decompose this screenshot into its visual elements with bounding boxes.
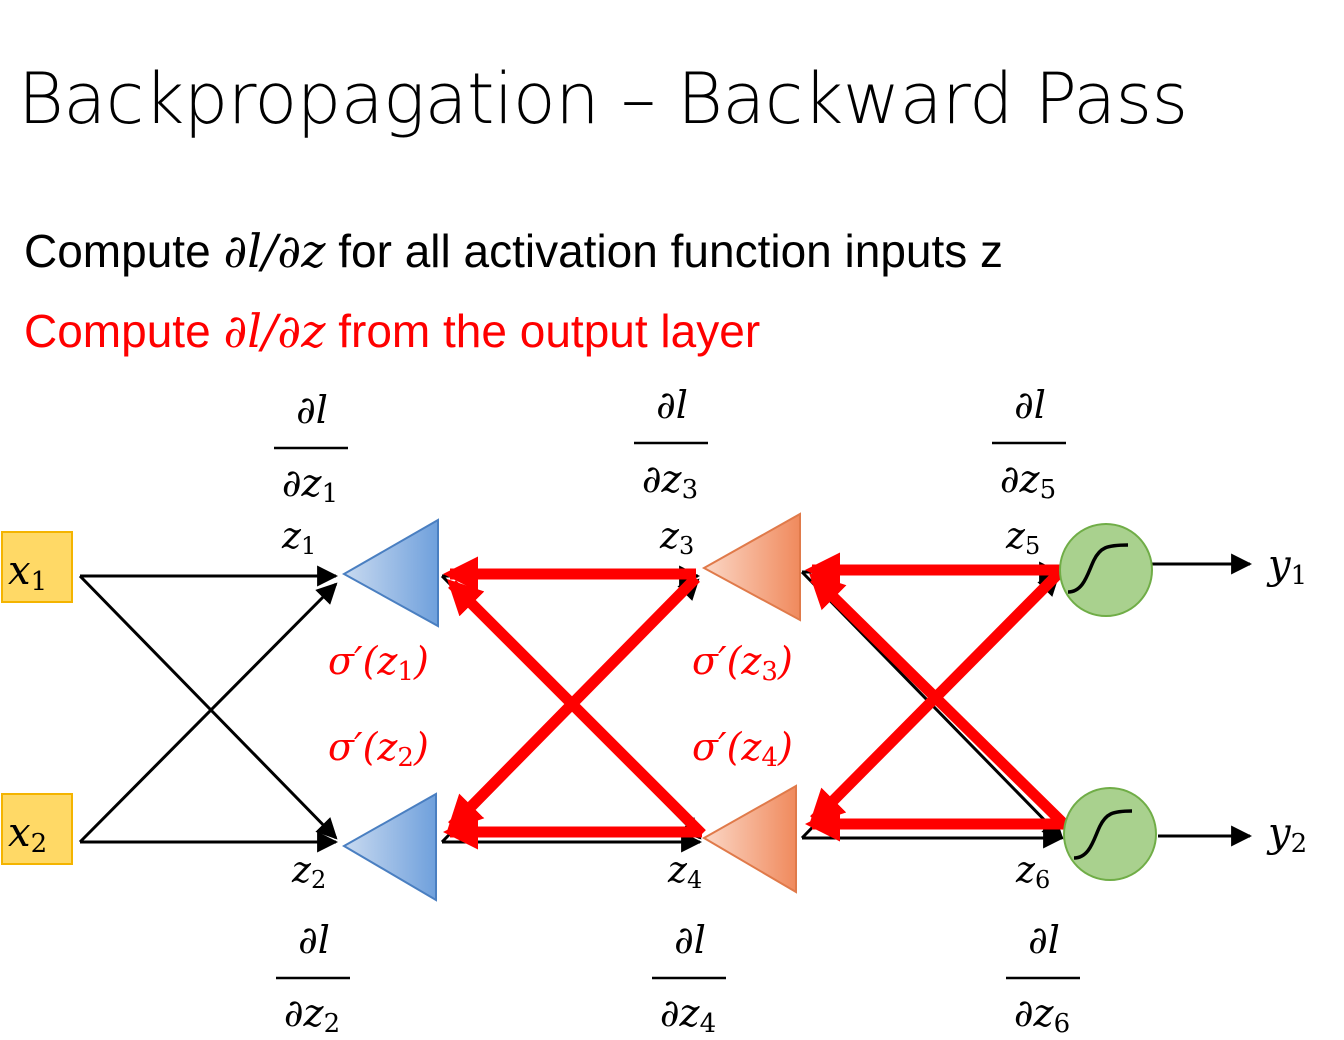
grad-z6: ∂l ∂z6 bbox=[1006, 918, 1080, 1039]
svg-text:∂z6: ∂z6 bbox=[1014, 991, 1070, 1039]
slide-title: Backpropagation – Backward Pass bbox=[18, 58, 1188, 140]
bullet-prefix: Compute bbox=[24, 225, 224, 277]
neuron-1 bbox=[341, 518, 439, 628]
bullet-math: ∂l/∂z bbox=[223, 224, 326, 278]
grad-z5: ∂l ∂z5 bbox=[992, 383, 1066, 505]
z-label-3: z3 bbox=[659, 516, 694, 560]
z-label-2: z2 bbox=[291, 850, 326, 894]
svg-text:∂l: ∂l bbox=[296, 388, 328, 432]
svg-text:∂l: ∂l bbox=[1028, 918, 1060, 962]
bullet-prefix: Compute bbox=[24, 305, 224, 357]
grad-z4: ∂l ∂z4 bbox=[652, 918, 726, 1039]
svg-text:∂z3: ∂z3 bbox=[642, 457, 698, 505]
sigma-prime-z4: σ′(z4) bbox=[692, 725, 793, 773]
grad-z1: ∂l ∂z1 bbox=[274, 388, 348, 509]
grad-z3: ∂l ∂z3 bbox=[634, 383, 708, 505]
svg-text:∂l: ∂l bbox=[1014, 383, 1046, 427]
bullet-from-output: Compute ∂l/∂z from the output layer bbox=[24, 304, 760, 358]
output-label-y1: y1 bbox=[1266, 542, 1307, 591]
back-z6-h3 bbox=[808, 573, 1070, 830]
svg-text:∂z2: ∂z2 bbox=[284, 991, 340, 1039]
z-label-5: z5 bbox=[1005, 516, 1040, 560]
svg-text:∂z4: ∂z4 bbox=[660, 991, 716, 1039]
output-label-y2: y2 bbox=[1266, 810, 1307, 859]
input-label-x1: x1 bbox=[8, 548, 47, 597]
output-neuron-1 bbox=[1059, 523, 1153, 617]
svg-text:∂l: ∂l bbox=[298, 918, 330, 962]
sigma-prime-z2: σ′(z2) bbox=[328, 725, 429, 773]
sigma-prime-z1: σ′(z1) bbox=[328, 639, 429, 687]
neuron-3 bbox=[701, 512, 801, 622]
z-label-6: z6 bbox=[1015, 850, 1050, 894]
svg-text:∂z1: ∂z1 bbox=[282, 461, 338, 509]
output-neuron-2 bbox=[1063, 787, 1157, 881]
input-box-x2 bbox=[1, 793, 73, 865]
svg-text:∂l: ∂l bbox=[674, 918, 706, 962]
bullet-suffix: for all activation function inputs z bbox=[325, 225, 1004, 277]
neuron-2 bbox=[341, 792, 437, 902]
z-label-4: z4 bbox=[667, 850, 702, 894]
input-label-x2: x2 bbox=[8, 810, 47, 859]
grad-z2: ∂l ∂z2 bbox=[276, 918, 350, 1039]
back-z4-h1 bbox=[447, 579, 706, 838]
edge-x2-z1 bbox=[78, 582, 338, 844]
neuron-4 bbox=[701, 784, 797, 894]
input-box-x1 bbox=[1, 531, 73, 603]
svg-text:∂z5: ∂z5 bbox=[1000, 457, 1056, 505]
bullet-compute-all: Compute ∂l/∂z for all activation functio… bbox=[24, 224, 1003, 278]
bullet-suffix: from the output layer bbox=[325, 305, 761, 357]
z-label-1: z1 bbox=[281, 516, 316, 560]
sigmoid-icon bbox=[1067, 543, 1129, 594]
edge-x1-z2 bbox=[78, 574, 338, 840]
svg-text:∂l: ∂l bbox=[656, 383, 688, 427]
sigmoid-icon bbox=[1073, 809, 1133, 860]
bullet-math: ∂l/∂z bbox=[223, 304, 326, 358]
sigma-prime-z3: σ′(z3) bbox=[692, 639, 793, 687]
